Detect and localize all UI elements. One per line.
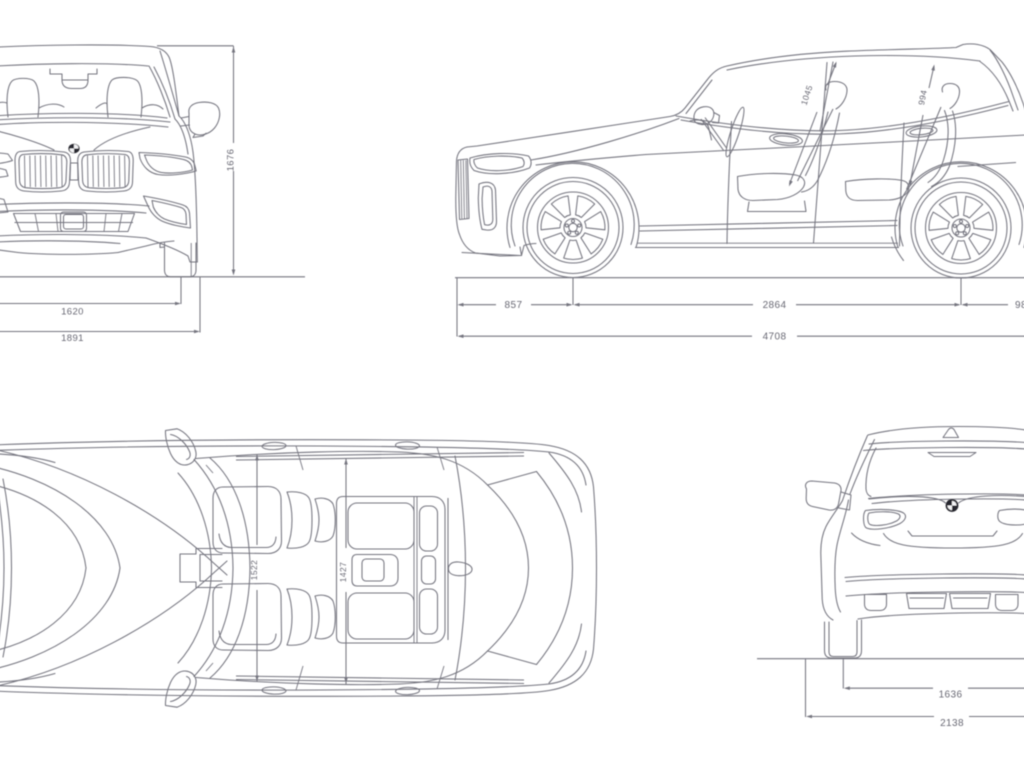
svg-text:4708: 4708 [763,332,787,343]
svg-text:1522: 1522 [249,560,259,581]
svg-text:857: 857 [505,300,523,311]
svg-text:987: 987 [1015,300,1024,311]
svg-text:2138: 2138 [940,718,964,729]
svg-text:1620: 1620 [61,307,84,318]
svg-text:1427: 1427 [338,562,348,583]
svg-text:1676: 1676 [226,149,237,172]
svg-text:994: 994 [916,89,929,106]
svg-text:1891: 1891 [61,333,84,344]
svg-text:1636: 1636 [939,690,963,701]
svg-text:2864: 2864 [763,300,787,311]
